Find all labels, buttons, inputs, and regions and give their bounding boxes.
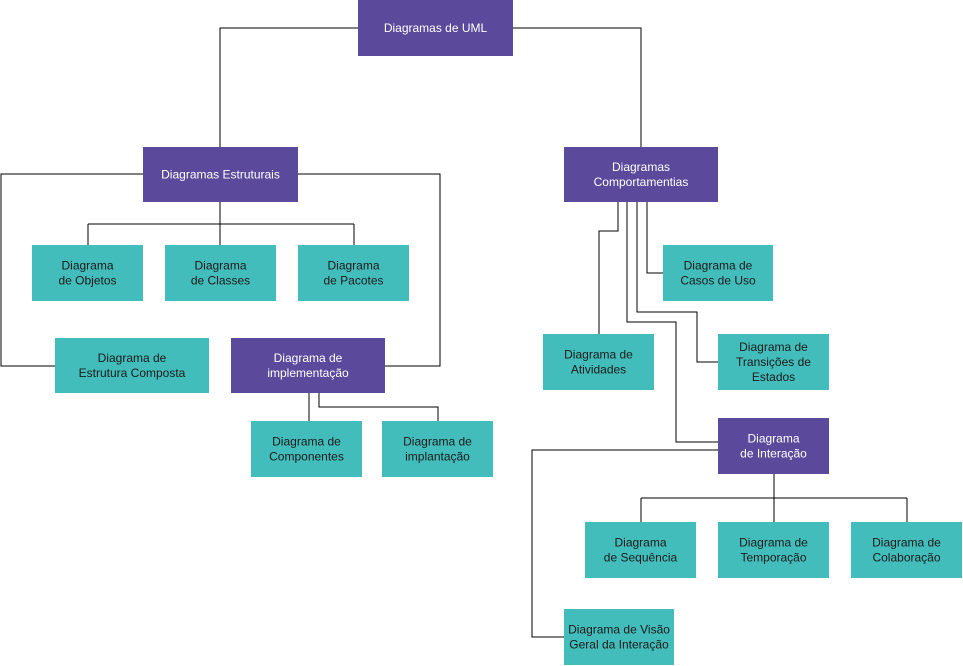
node-box <box>298 245 409 301</box>
connector-to-atividades <box>598 202 619 334</box>
node-label-line: Diagramas Estruturais <box>161 168 280 182</box>
node-label-line: Casos de Uso <box>680 274 756 288</box>
connector-uml-to-comportamentais <box>513 27 642 147</box>
node-label-line: implantação <box>405 450 470 464</box>
node-label-line: Diagrama de Visão <box>568 623 670 637</box>
node-box <box>55 338 209 393</box>
node-box <box>543 334 654 390</box>
node-label-line: Diagrama de <box>98 351 167 365</box>
node-label-line: de Interação <box>740 447 807 461</box>
node-label-line: Estrutura Composta <box>79 366 186 380</box>
connector-to-casos-uso <box>646 202 663 274</box>
node-label-line: de Pacotes <box>323 274 383 288</box>
connector-impl-to-implantacao <box>318 393 439 421</box>
node-label-line: implementação <box>267 366 349 380</box>
node-label-line: Colaboração <box>872 551 940 565</box>
node-box <box>564 147 718 202</box>
node-label-line: Diagrama de <box>403 435 472 449</box>
node-label-line: Geral da Interação <box>569 638 669 652</box>
node-label-line: de Sequência <box>604 551 678 565</box>
node-label-line: Diagrama de <box>274 351 343 365</box>
node-label-line: Diagrama de <box>872 536 941 550</box>
node-box <box>358 0 513 56</box>
node-label-line: Diagramas <box>612 160 670 174</box>
node-label-line: Diagrama de <box>739 340 808 354</box>
node-label-line: de Objetos <box>58 274 116 288</box>
node-label-line: Transições de <box>736 355 811 369</box>
node-label-line: Diagrama <box>194 259 246 273</box>
node-label-line: de Classes <box>191 274 250 288</box>
connector-uml-to-estruturais <box>219 27 358 147</box>
connector-to-interacao <box>626 202 718 443</box>
node-box <box>165 245 276 301</box>
node-box <box>851 522 962 578</box>
node-label-line: Estados <box>752 370 795 384</box>
node-label-line: Diagramas de UML <box>384 21 488 35</box>
node-box <box>231 338 385 393</box>
node-uml: Diagramas de UML <box>358 0 513 56</box>
node-label-line: Atividades <box>571 363 626 377</box>
node-label-line: Diagrama de <box>564 348 633 362</box>
node-box <box>718 418 829 474</box>
node-label-line: Diagrama <box>614 536 666 550</box>
node-label-line: Temporação <box>740 551 806 565</box>
node-box <box>143 147 298 202</box>
connector-to-estrutura-composta <box>0 173 143 367</box>
node-label-line: Diagrama de <box>739 536 808 550</box>
node-box <box>32 245 143 301</box>
connector-to-implementacao <box>298 173 441 367</box>
node-box <box>251 421 362 477</box>
connectors <box>0 27 908 638</box>
connector-to-visao-geral <box>531 449 718 638</box>
node-box <box>585 522 696 578</box>
node-label-line: Diagrama <box>61 259 113 273</box>
node-label-line: Comportamentias <box>594 175 689 189</box>
node-box <box>663 245 773 301</box>
node-box <box>564 609 674 665</box>
node-estruturais: Diagramas Estruturais <box>143 147 298 202</box>
connector-to-transicoes <box>636 202 718 363</box>
node-box <box>718 522 829 578</box>
node-box <box>382 421 493 477</box>
node-box <box>718 334 829 390</box>
node-label-line: Diagrama de <box>684 259 753 273</box>
node-label-line: Diagrama <box>747 432 799 446</box>
node-label-line: Diagrama <box>327 259 379 273</box>
node-label-line: Diagrama de <box>272 435 341 449</box>
node-label-line: Componentes <box>269 450 344 464</box>
